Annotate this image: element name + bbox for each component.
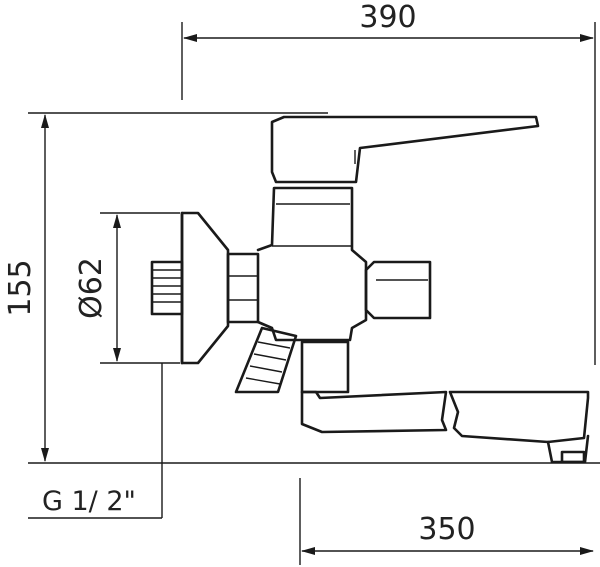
dimension-flange-diameter: Ø62	[74, 212, 180, 364]
diverter-knob	[364, 260, 432, 320]
dimension-label-flange-diameter: Ø62	[74, 257, 109, 319]
thread-size-label: G 1/ 2"	[42, 486, 136, 517]
hose-connector	[234, 326, 298, 394]
dimension-spout-reach: 350	[299, 478, 594, 565]
dimension-overall-width: 390	[181, 0, 596, 365]
dimension-overall-height: 155	[3, 112, 600, 464]
thread-callout: G 1/ 2"	[28, 363, 163, 519]
mixer-handle	[270, 115, 540, 184]
spout-arm	[300, 390, 590, 464]
dimension-label-overall-width: 390	[359, 0, 416, 35]
wall-flange	[180, 211, 230, 365]
spout-neck	[300, 340, 350, 394]
dimension-label-spout-reach: 350	[418, 512, 475, 547]
dimension-label-overall-height: 155	[3, 259, 38, 316]
mixer-body	[256, 186, 368, 342]
hex-nut	[226, 252, 260, 324]
faucet-drawing	[150, 115, 590, 464]
wall-thread-connector	[150, 260, 184, 316]
